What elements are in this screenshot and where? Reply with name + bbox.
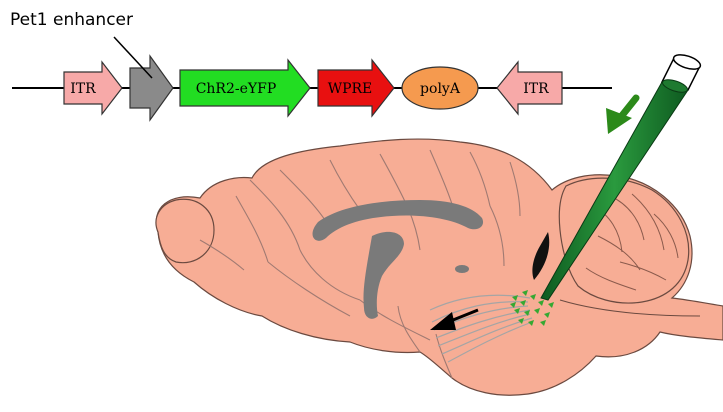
construct-element-itr-left: ITR — [64, 62, 122, 114]
olfactory-bulb — [156, 199, 214, 262]
construct-element-polya: polyA — [402, 67, 478, 109]
itr-left-label: ITR — [70, 81, 96, 97]
construct-element-pet1-enhancer — [130, 56, 173, 120]
construct-element-chr2-eyfp: ChR2-eYFP — [180, 60, 310, 116]
itr-right-label: ITR — [523, 81, 549, 97]
construct-element-wpre: WPRE — [318, 60, 394, 116]
pet1-enhancer-label: Pet1 enhancer — [10, 10, 133, 30]
chr2-eyfp-label: ChR2-eYFP — [196, 81, 277, 97]
injection-arrow — [606, 98, 636, 134]
brain-sagittal — [156, 139, 723, 395]
pet1-enhancer-shape — [130, 56, 173, 120]
construct-element-itr-right: ITR — [497, 62, 562, 114]
third-ventricle-dot — [455, 265, 469, 273]
vector-construct: ITR ChR2-eYFP WPRE polyA ITR Pet1 enhanc… — [10, 10, 612, 120]
wpre-label: WPRE — [328, 81, 373, 97]
polya-label: polyA — [420, 81, 461, 97]
